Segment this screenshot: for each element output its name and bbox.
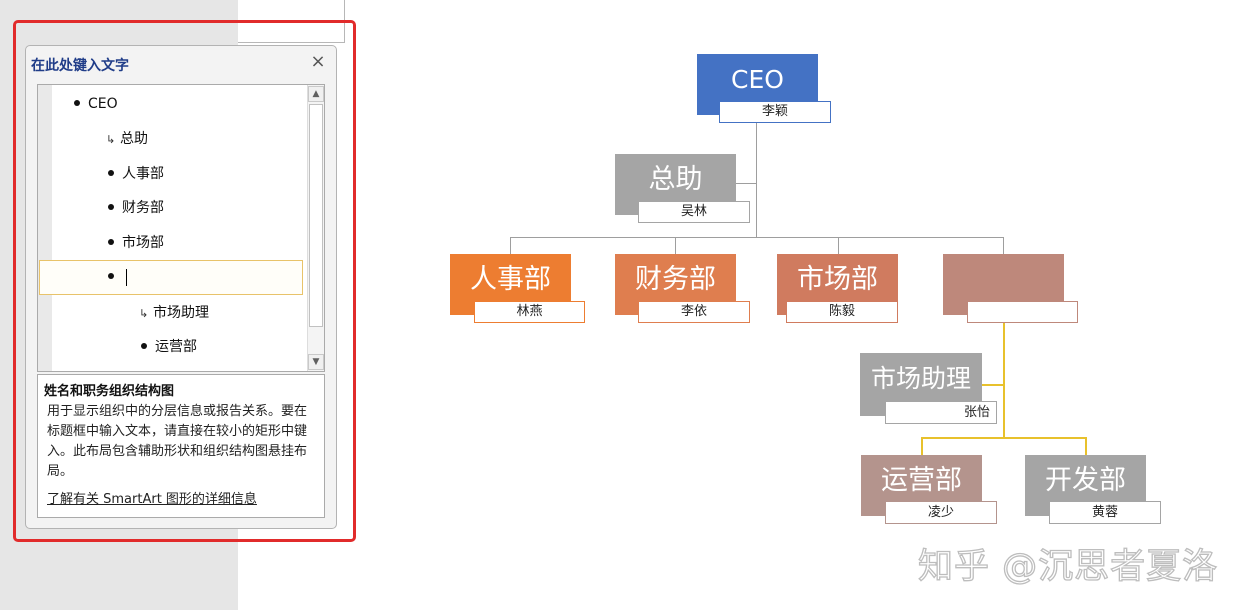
department-name-box-empty[interactable] bbox=[967, 301, 1078, 323]
description-title: 姓名和职务组织结构图 bbox=[44, 384, 175, 399]
list-item[interactable]: 市场部 bbox=[108, 231, 164, 255]
selected-row-highlight bbox=[39, 260, 303, 295]
scroll-up-icon[interactable]: ▲ bbox=[308, 86, 324, 102]
list-item-selected[interactable] bbox=[108, 265, 127, 289]
scroll-thumb[interactable] bbox=[309, 104, 323, 327]
connector-sub-assistant bbox=[982, 384, 1004, 386]
text-caret bbox=[126, 268, 127, 286]
sub-unit-name-box[interactable]: 凌少 bbox=[885, 501, 997, 524]
sub-assistant-title: 市场助理 bbox=[870, 364, 971, 393]
layout-description: 姓名和职务组织结构图 用于显示组织中的分层信息或报告关系。要在标题框中输入文本，… bbox=[37, 374, 325, 518]
connector-drop bbox=[510, 237, 511, 254]
department-title: 市场部 bbox=[797, 264, 878, 295]
list-item[interactable]: 财务部 bbox=[108, 196, 164, 220]
assistant-name-box[interactable]: 吴林 bbox=[638, 201, 750, 223]
list-item-label: 市场部 bbox=[122, 235, 164, 251]
connector-drop bbox=[1003, 237, 1004, 254]
list-item-label: 市场助理 bbox=[153, 305, 209, 321]
list-item-label: 财务部 bbox=[122, 200, 164, 216]
list-item-label: CEO bbox=[88, 96, 118, 112]
list-gutter bbox=[38, 85, 52, 371]
bullet-icon bbox=[141, 343, 147, 349]
department-name-box[interactable]: 林燕 bbox=[474, 301, 585, 323]
department-title: 人事部 bbox=[470, 264, 551, 295]
description-body: 用于显示组织中的分层信息或报告关系。要在标题框中输入文本，请直接在较小的矩形中键… bbox=[47, 404, 308, 479]
connector-sub-horizontal bbox=[921, 437, 1087, 439]
sub-assistant-name-box[interactable]: 张怡 bbox=[885, 401, 997, 424]
connector-sub-trunk bbox=[1003, 315, 1005, 439]
connector-sub-drop bbox=[921, 437, 923, 455]
ceo-name-box[interactable]: 李颖 bbox=[719, 101, 831, 123]
bullet-icon bbox=[108, 170, 114, 176]
scroll-down-icon[interactable]: ▼ bbox=[308, 354, 324, 370]
bullet-icon bbox=[108, 273, 114, 279]
sub-unit-name-box[interactable]: 黄蓉 bbox=[1049, 501, 1161, 524]
bullet-icon bbox=[108, 204, 114, 210]
list-item[interactable]: 运营部 bbox=[141, 335, 197, 359]
assistant-arrow-icon: ↳ bbox=[106, 133, 116, 146]
list-item[interactable]: ↳ 总助 bbox=[106, 127, 148, 151]
connector-assistant bbox=[735, 183, 757, 184]
list-item-label: 人事部 bbox=[122, 166, 164, 182]
pane-title: 在此处键入文字 bbox=[31, 58, 129, 74]
list-item[interactable]: CEO bbox=[74, 92, 118, 116]
ceo-title: CEO bbox=[731, 65, 784, 94]
red-highlight-frame bbox=[13, 20, 356, 542]
connector-horizontal bbox=[510, 237, 1004, 238]
connector-drop bbox=[838, 237, 839, 254]
list-item-label: 运营部 bbox=[155, 339, 197, 355]
connector-drop bbox=[675, 237, 676, 254]
assistant-title: 总助 bbox=[648, 164, 703, 195]
smartart-help-link[interactable]: 了解有关 SmartArt 图形的详细信息 bbox=[47, 492, 257, 507]
connector-sub-drop bbox=[1085, 437, 1087, 455]
smartart-text-pane: 在此处键入文字 × CEO ↳ 总助 人事部 财务部 市场部 bbox=[25, 45, 337, 529]
list-item[interactable]: ↳ 市场助理 bbox=[139, 301, 209, 325]
department-name-box[interactable]: 陈毅 bbox=[786, 301, 898, 323]
list-item[interactable]: 人事部 bbox=[108, 162, 164, 186]
vertical-scrollbar[interactable]: ▲ ▼ bbox=[307, 85, 324, 371]
close-icon[interactable]: × bbox=[310, 51, 326, 72]
sub-unit-title: 运营部 bbox=[881, 465, 962, 496]
connector-ceo-trunk bbox=[756, 115, 757, 237]
list-item-label: 总助 bbox=[120, 131, 148, 147]
bullet-icon bbox=[108, 239, 114, 245]
sub-unit-title: 开发部 bbox=[1045, 465, 1126, 496]
department-title: 财务部 bbox=[635, 264, 716, 295]
watermark: 知乎 @沉思者夏洛 bbox=[917, 546, 1219, 587]
bullet-icon bbox=[74, 100, 80, 106]
bullet-list[interactable]: CEO ↳ 总助 人事部 财务部 市场部 ↳ 市场助理 运营部 bbox=[37, 84, 325, 372]
assistant-arrow-icon: ↳ bbox=[139, 307, 149, 320]
department-name-box[interactable]: 李依 bbox=[638, 301, 750, 323]
